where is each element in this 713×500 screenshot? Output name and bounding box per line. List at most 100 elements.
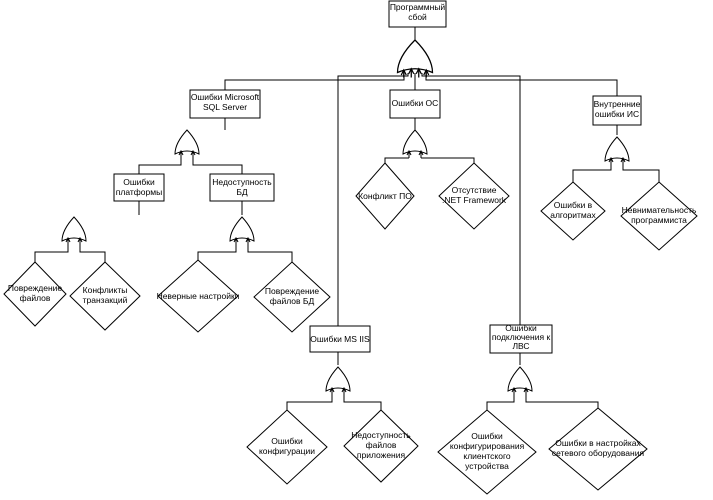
label-line: сетевого оборудования xyxy=(552,448,645,458)
label-line: Ошибки в xyxy=(554,200,593,210)
or-gate-lan xyxy=(507,366,533,395)
wire-network-hw xyxy=(525,395,599,408)
label-line: Невнимательность xyxy=(622,205,697,215)
basic-wrong-settings: Неверные настройки xyxy=(157,259,240,333)
label-line: конфигурации xyxy=(259,446,315,456)
wire-ms-iis xyxy=(337,73,409,326)
event-ms-iis: Ошибки MS IIS xyxy=(309,325,371,353)
label-line: Недоступность xyxy=(212,177,272,187)
wire-programmer-inattention xyxy=(622,165,660,182)
label-line: Конфликт ПО xyxy=(358,191,412,201)
label-line: программиста xyxy=(631,215,687,225)
or-gate-db-unavailable xyxy=(229,216,255,245)
label-line: устройства xyxy=(465,461,509,471)
wire-lan xyxy=(421,73,521,325)
label-line: БД xyxy=(236,187,248,197)
basic-software-conflict: Конфликт ПО xyxy=(355,162,415,230)
or-gate-platform xyxy=(61,216,87,245)
label-line: .NET Framework xyxy=(442,195,507,205)
label-line: алгоритмах xyxy=(550,210,596,220)
wire-platform xyxy=(138,158,182,174)
label-line: файлов xyxy=(20,293,51,303)
label-line: Ошибки MS IIS xyxy=(310,334,370,344)
label-line: Внутренние xyxy=(594,99,641,109)
label-line: файлов xyxy=(366,440,397,450)
label-line: Ошибки ОС xyxy=(392,98,439,108)
basic-no-net-framework: Отсутствие.NET Framework xyxy=(438,162,510,230)
or-gate-internal xyxy=(604,136,630,165)
label-line: конфигурирования xyxy=(450,441,525,451)
label-line: Программный xyxy=(390,2,446,12)
wire-wrong-settings xyxy=(197,245,237,260)
wire-file-damage xyxy=(34,245,69,262)
label-line: Конфликты xyxy=(83,285,128,295)
wire-config-errors xyxy=(286,395,333,410)
label-line: подключения к xyxy=(492,332,551,342)
wire-algorithm-errors xyxy=(572,165,612,182)
label-line: Повреждение xyxy=(265,286,320,296)
label-line: Ошибки xyxy=(123,177,155,187)
label-line: Ошибки xyxy=(471,431,503,441)
basic-software-conflict-label: Конфликт ПО xyxy=(358,191,412,201)
wire-tx-conflicts xyxy=(79,245,106,262)
label-line: Ошибки Microsoft xyxy=(191,92,260,102)
label-line: приложения xyxy=(357,450,406,460)
basic-no-net-framework-label: Отсутствие.NET Framework xyxy=(442,185,507,205)
label-line: Ошибки в настройках xyxy=(555,438,641,448)
label-line: Недоступность xyxy=(351,430,411,440)
connector-lines xyxy=(34,27,660,410)
label-line: транзакций xyxy=(83,295,128,305)
or-gate-ms-iis xyxy=(325,366,351,395)
wire-db-file-damage xyxy=(247,245,293,262)
wire-no-net-framework xyxy=(421,157,475,163)
label-line: сбой xyxy=(408,12,427,22)
basic-wrong-settings-label: Неверные настройки xyxy=(157,291,240,301)
label-line: Ошибки xyxy=(271,436,303,446)
label-line: платформы xyxy=(116,187,162,197)
or-gates xyxy=(61,39,630,395)
label-line: Повреждение xyxy=(8,283,63,293)
label-line: файлов БД xyxy=(270,296,315,306)
label-line: ЛВС xyxy=(512,341,529,351)
label-line: SQL Server xyxy=(203,102,247,112)
label-line: Отсутствие xyxy=(452,185,497,195)
wire-app-files xyxy=(343,395,382,410)
wire-client-config xyxy=(486,395,515,410)
wire-software-conflict xyxy=(384,157,409,163)
or-gate-sql-server xyxy=(174,129,200,158)
or-gate-top xyxy=(396,39,434,78)
label-line: клиентского xyxy=(463,451,510,461)
label-line: Ошибки xyxy=(505,323,537,333)
event-os: Ошибки ОС xyxy=(389,89,441,119)
